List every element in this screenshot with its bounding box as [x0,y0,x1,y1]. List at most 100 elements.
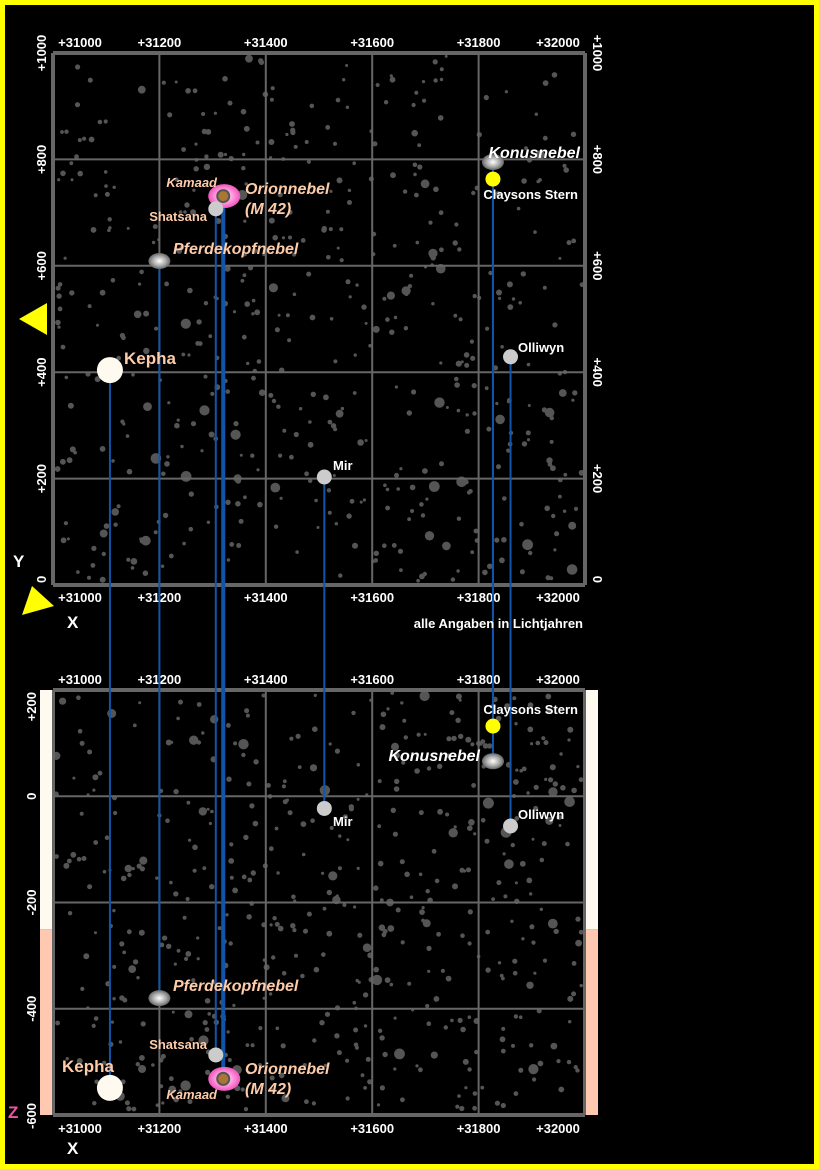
background-star [565,841,570,847]
background-star [167,112,173,118]
background-star [362,498,366,502]
background-star [544,777,548,782]
object-labels: KephaKephaPferdekopfnebelPferdekopfnebel… [62,145,581,1102]
background-star [465,413,469,417]
background-star [488,270,493,276]
background-star [424,531,435,541]
background-star [566,240,572,246]
background-star [60,130,64,134]
background-star [428,220,433,225]
background-star [326,889,332,896]
background-star [433,996,440,1002]
background-star [268,139,275,145]
background-star [261,693,266,698]
background-star [223,152,228,157]
background-star [347,200,352,205]
background-star [282,799,288,805]
background-star [128,965,137,973]
background-star [59,697,67,705]
z-bar-left-lower [40,929,52,1115]
background-star [316,526,320,529]
background-star [436,931,441,937]
background-star [454,382,460,388]
background-star [414,192,419,198]
background-star [419,909,425,915]
background-star [269,923,273,927]
background-star [240,278,245,283]
background-star [452,883,458,890]
background-star [541,736,546,741]
background-star [506,281,513,288]
background-star [190,209,197,216]
background-star [235,501,241,507]
background-star [281,784,286,789]
background-star [57,178,61,182]
background-star [572,390,578,396]
background-star [414,90,419,95]
background-star [107,228,111,233]
background-star [500,1102,506,1109]
background-star [126,226,130,230]
background-star [553,928,559,935]
background-star [75,64,81,70]
background-star [521,441,528,447]
star-kamaad-xy [216,189,231,204]
background-star [573,1065,578,1070]
background-star [455,717,461,723]
background-star [233,741,238,746]
background-star [313,693,317,698]
background-star [139,269,144,275]
background-star [379,1035,385,1041]
background-star [470,550,475,555]
background-star [222,76,228,82]
background-star [563,472,568,477]
y-tick-label-left: 0 [34,576,49,583]
background-star [359,500,363,504]
background-star [440,968,445,973]
background-star [452,240,458,246]
background-star [357,439,364,446]
background-star [352,542,358,549]
background-star [196,936,200,940]
background-star [60,344,66,350]
background-star [56,293,62,299]
background-star [534,112,538,116]
background-star [342,814,348,820]
star-mir-xz [316,800,332,816]
background-star [527,726,534,733]
background-star [210,715,219,724]
background-star [87,749,93,755]
background-star [513,779,519,785]
background-star [473,528,479,534]
background-star [309,103,315,109]
background-star [131,867,135,871]
background-star [542,135,548,141]
background-star [457,1017,463,1024]
label-claysons-stern-xy: Claysons Stern [483,187,578,202]
background-star [409,484,416,491]
background-star [196,702,202,707]
background-star [217,151,224,158]
background-star [345,1058,350,1063]
background-star [241,752,246,758]
background-star [323,1063,328,1068]
background-star [153,530,158,535]
background-star [342,78,346,82]
x-tick-label: +31800 [457,1121,501,1136]
background-star [383,483,387,488]
background-star [271,955,276,960]
background-star [345,64,349,67]
background-star [389,982,394,987]
background-star [513,1014,519,1019]
background-star [215,218,222,224]
background-star [251,298,256,303]
background-star [463,479,469,485]
background-star [451,735,457,742]
background-star [487,563,493,570]
background-star [328,227,333,232]
background-star [334,522,338,526]
background-star [257,501,263,508]
background-star [132,723,137,728]
background-star [568,521,577,530]
background-star [455,360,462,367]
